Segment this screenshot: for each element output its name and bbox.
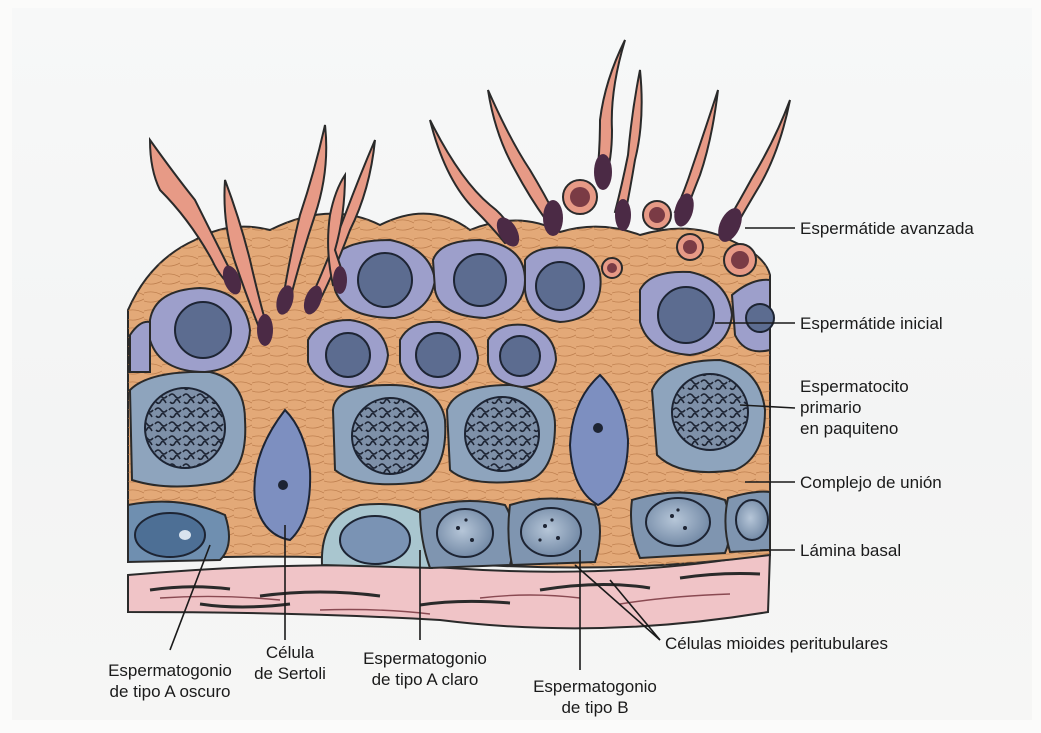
label-tipo-b-line2: de tipo B [510,697,680,718]
label-celulas-mioides: Células mioides peritubulares [665,633,888,654]
label-espermatogonio-b: Espermatogonio de tipo B [510,676,680,718]
label-espermatocito-line2: primario [800,397,909,418]
label-espermatocito-line1: Espermatocito [800,376,909,397]
label-lamina-basal: Lámina basal [800,540,901,561]
label-espermatogonio-a-claro: Espermatogonio de tipo A claro [340,648,510,690]
label-sertoli-line2: de Sertoli [240,663,340,684]
label-sertoli-line1: Célula [240,642,340,663]
label-espermatide-avanzada: Espermátide avanzada [800,218,974,239]
label-a-claro-line2: de tipo A claro [340,669,510,690]
label-a-oscuro-line2: de tipo A oscuro [60,681,280,702]
label-a-claro-line1: Espermatogonio [340,648,510,669]
label-complejo-union: Complejo de unión [800,472,942,493]
label-celula-sertoli: Célula de Sertoli [240,642,340,684]
label-espermatocito-line3: en paquiteno [800,418,909,439]
label-espermatide-inicial: Espermátide inicial [800,313,943,334]
label-espermatocito-primario: Espermatocito primario en paquiteno [800,376,909,439]
label-tipo-b-line1: Espermatogonio [510,676,680,697]
